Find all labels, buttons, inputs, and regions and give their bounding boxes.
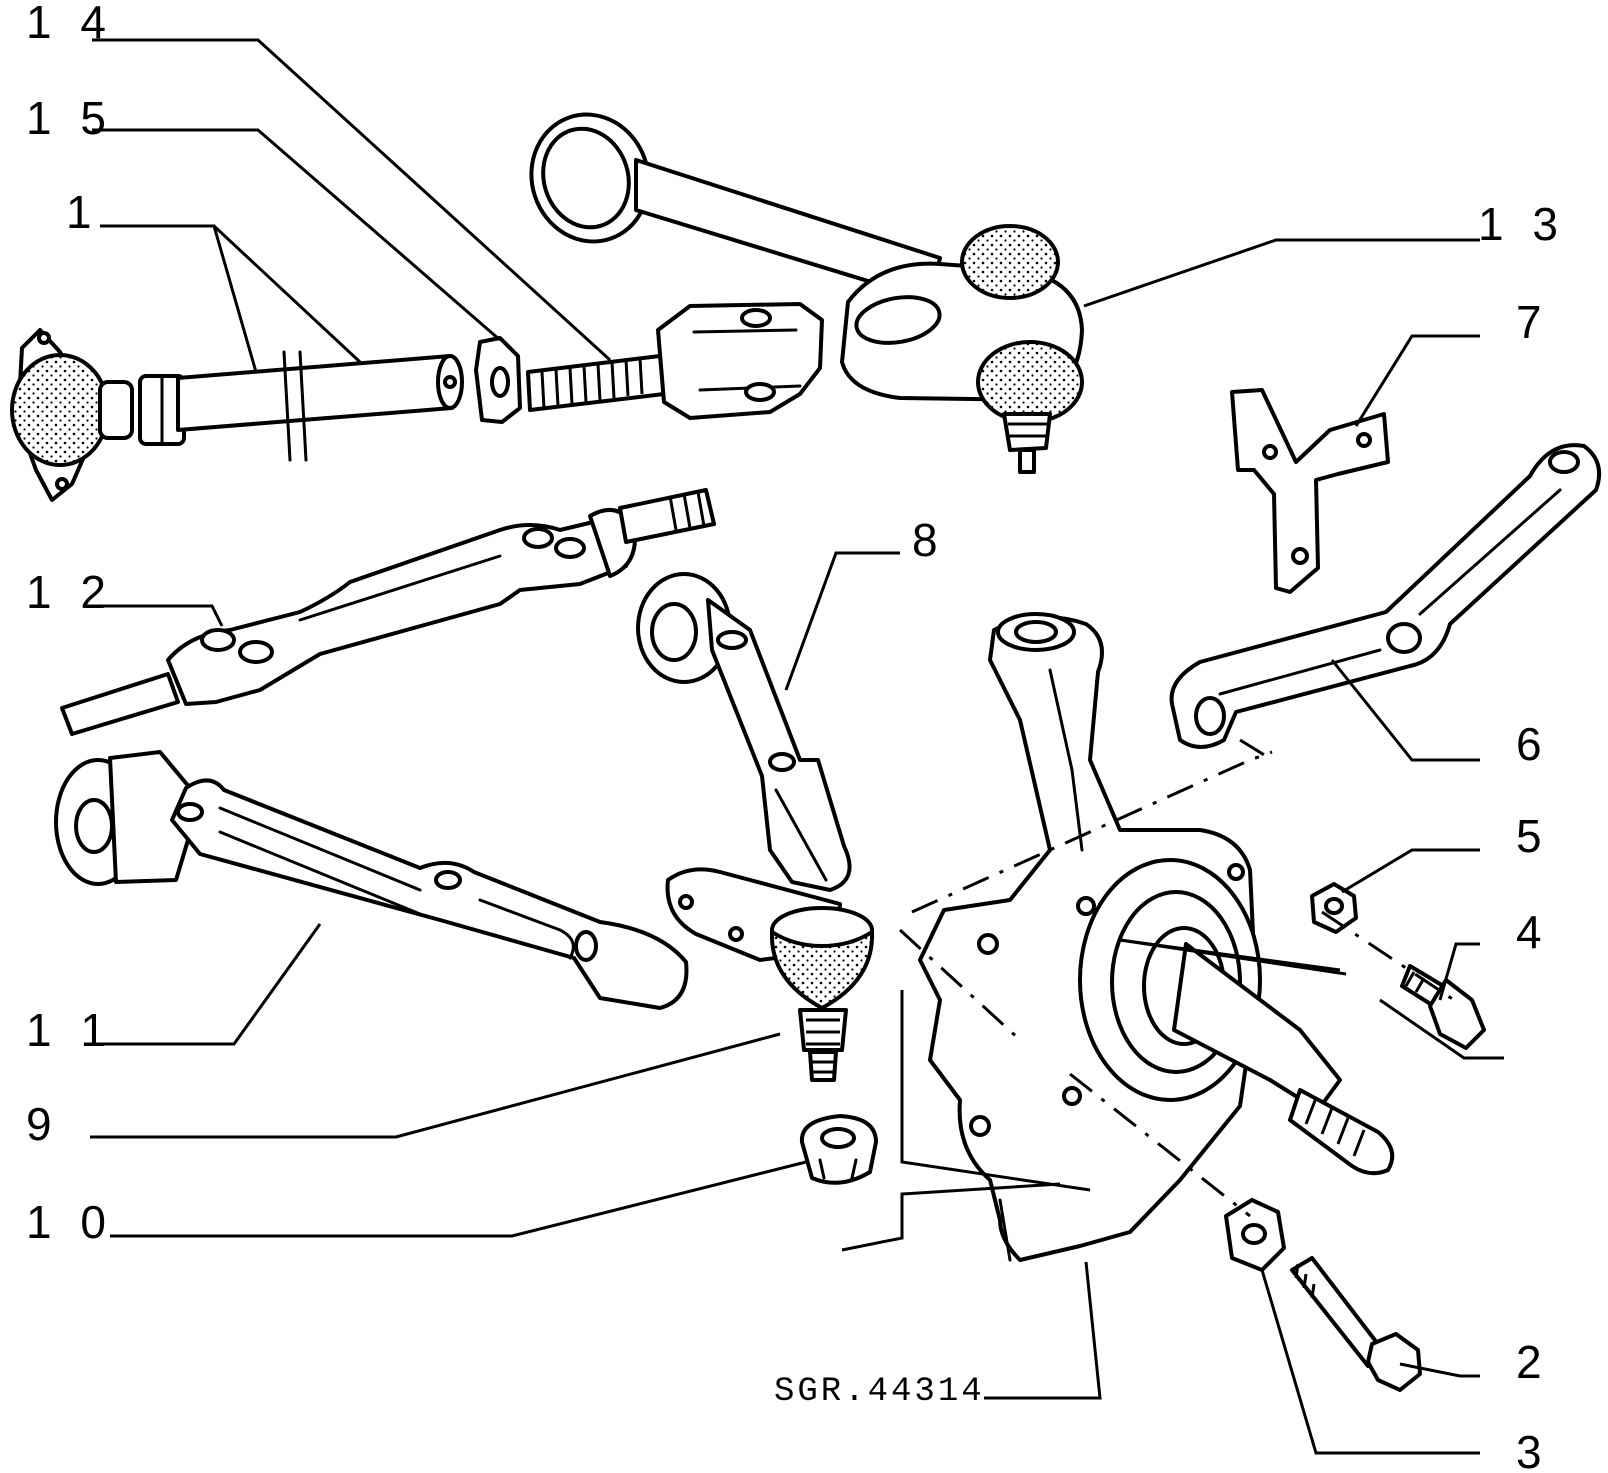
- callout-2: 2: [1516, 1336, 1550, 1388]
- callout-12: 1 2: [26, 566, 114, 618]
- callout-11: 1 1: [26, 1004, 114, 1056]
- part-2-bolt: [1290, 1256, 1422, 1392]
- part-4-bolt: [1400, 964, 1486, 1050]
- part-13-upper-arm: [529, 112, 1084, 474]
- part-7-bracket: [1230, 388, 1390, 594]
- callout-15: 1 5: [26, 92, 114, 144]
- part-9-ball-joint: [769, 906, 875, 1082]
- callout-4: 4: [1516, 906, 1550, 958]
- callout-14: 1 4: [26, 0, 114, 48]
- callout-1: 1: [66, 186, 100, 238]
- callout-10: 1 0: [26, 1196, 114, 1248]
- leader-lines: [90, 38, 1504, 1455]
- callout-13: 1 3: [1478, 198, 1566, 250]
- part-5-nut: [1310, 882, 1358, 934]
- callout-3: 3: [1516, 1426, 1550, 1473]
- part-8-knuckle-arm: [636, 572, 852, 962]
- callout-9: 9: [26, 1098, 60, 1150]
- part-12-lateral-arm: [60, 488, 716, 736]
- part-10-castle-nut: [799, 1114, 878, 1185]
- callout-8: 8: [912, 514, 946, 566]
- callout-labels: 1 4 1 5 1 1 3 7 8 1 2 6 5 4 1 1 9 1 0 2 …: [26, 0, 1566, 1473]
- callout-6: 6: [1516, 718, 1550, 770]
- part-1-tie-rod: [10, 328, 464, 502]
- assembly-axis-lines: [898, 738, 1461, 1218]
- callout-7: 7: [1516, 296, 1550, 348]
- callout-5: 5: [1516, 810, 1550, 862]
- steering-knuckle: [918, 612, 1395, 1262]
- drawing-code: SGR.44314: [774, 1373, 985, 1411]
- part-3-nut: [1224, 1198, 1286, 1272]
- part-15-nut: [474, 336, 522, 424]
- part-11-lower-control-arm: [54, 750, 689, 1010]
- part-14-threaded-clevis: [526, 302, 824, 420]
- part-6-link-arm: [1169, 443, 1601, 749]
